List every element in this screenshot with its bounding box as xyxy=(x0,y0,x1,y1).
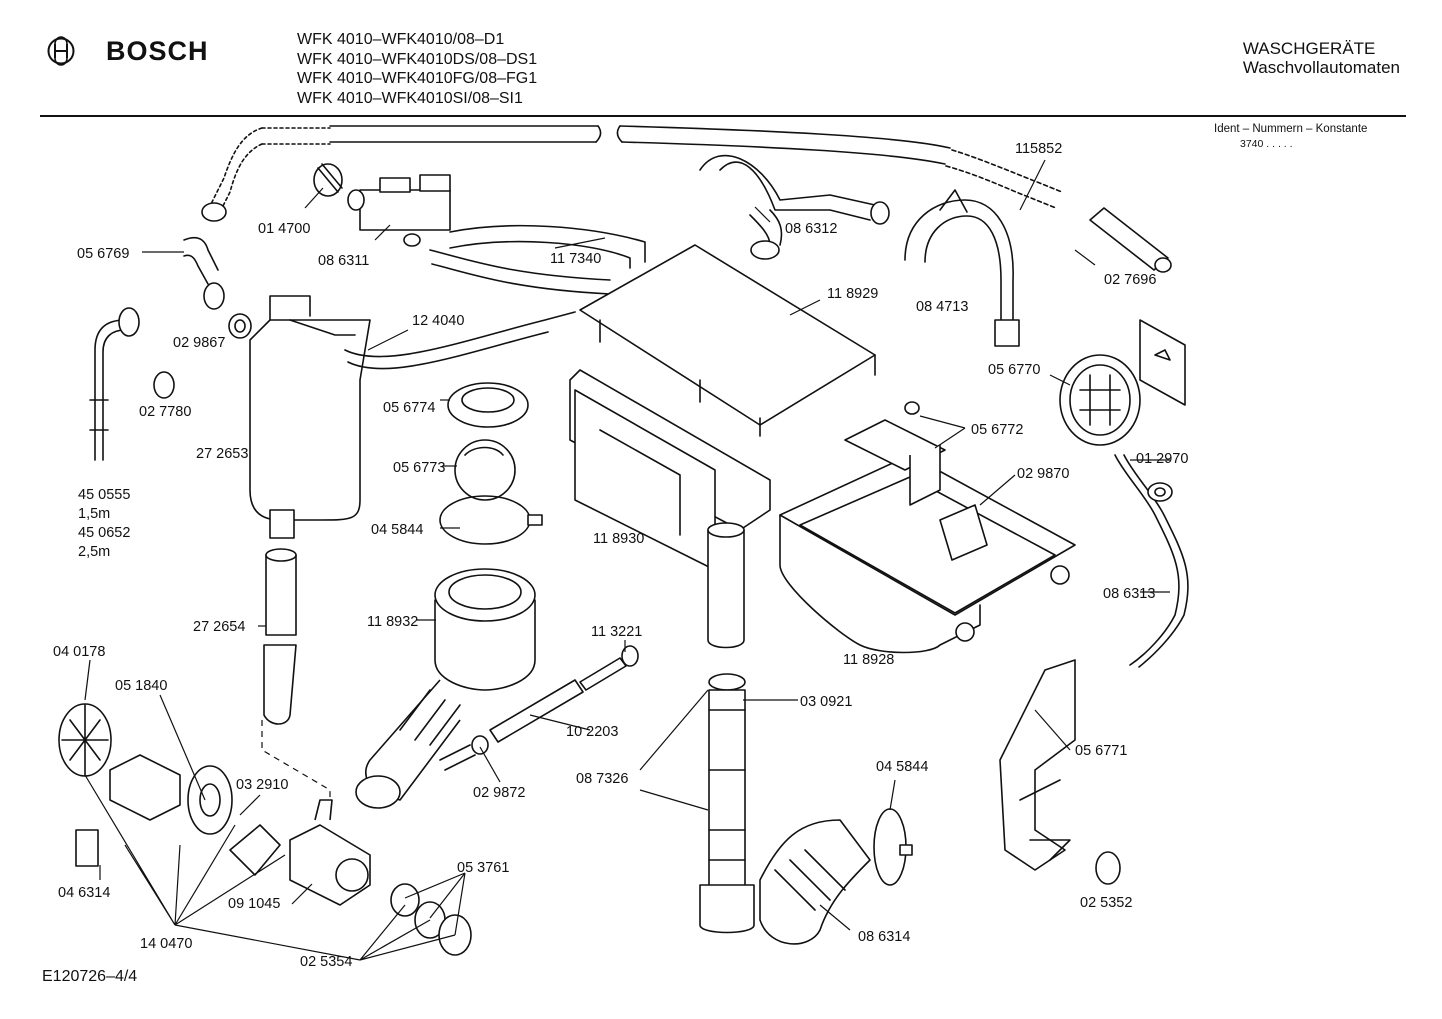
part-drawer-fittings xyxy=(844,401,988,561)
bosch-logo xyxy=(46,36,76,66)
part-label: 02 7696 xyxy=(1104,272,1156,288)
part-dispenser-tank xyxy=(249,295,371,539)
part-label: 1,5m xyxy=(78,506,110,522)
part-drain-pump xyxy=(289,799,472,956)
part-label: 04 5844 xyxy=(371,522,423,538)
model-list: WFK 4010–WFK4010/08–D1 WFK 4010–WFK4010D… xyxy=(297,30,537,108)
part-label: 45 0555 xyxy=(78,487,130,503)
part-label: 11 3221 xyxy=(591,624,642,640)
category-subtitle: Waschvollautomaten xyxy=(1242,58,1400,77)
part-label: 2,5m xyxy=(78,544,110,560)
part-drain-pipe xyxy=(699,673,755,934)
part-label: 11 8928 xyxy=(843,652,894,668)
part-filter-strainer xyxy=(313,163,343,197)
part-pressure-switch xyxy=(1059,319,1186,446)
part-hose-bracket xyxy=(904,189,1020,347)
part-label: 02 5352 xyxy=(1080,895,1132,911)
drawing-code: E120726–4/4 xyxy=(42,968,138,985)
part-label: 05 6774 xyxy=(383,400,435,416)
part-label: 08 4713 xyxy=(916,299,968,315)
model-line: WFK 4010–WFK4010SI/08–SI1 xyxy=(297,89,523,107)
part-bellow-hose xyxy=(699,154,890,260)
part-label: 11 8929 xyxy=(827,286,878,302)
part-label: 27 2653 xyxy=(196,446,248,462)
ident-block: Ident – Nummern – Konstante 3740 . . . .… xyxy=(1214,122,1367,152)
part-drawings xyxy=(58,125,1189,956)
part-label: 04 5844 xyxy=(876,759,928,775)
part-label: 05 6772 xyxy=(971,422,1023,438)
part-label: 08 6313 xyxy=(1103,586,1155,602)
part-label: 11 8932 xyxy=(367,614,418,630)
part-label: 14 0470 xyxy=(140,936,192,952)
part-label: 05 6771 xyxy=(1075,743,1127,759)
part-label: 02 7780 xyxy=(139,404,191,420)
part-inlet-valve xyxy=(347,174,451,247)
part-labels: 115852 01 4700 08 6312 05 6769 08 6311 1… xyxy=(53,141,1188,970)
part-sump-seals xyxy=(439,382,543,545)
ident-label: Ident – Nummern – Konstante xyxy=(1214,123,1368,135)
part-label: 03 2910 xyxy=(236,777,288,793)
part-label: 01 2970 xyxy=(1136,451,1188,467)
part-label: 02 9870 xyxy=(1017,466,1069,482)
model-line: WFK 4010–WFK4010/08–D1 xyxy=(297,31,505,48)
header-divider xyxy=(40,115,1406,117)
part-label: 09 1045 xyxy=(228,896,280,912)
part-label: 05 6770 xyxy=(988,362,1040,378)
part-drain-bellows xyxy=(759,808,913,945)
part-label: 115852 xyxy=(1015,141,1062,157)
part-label: 01 4700 xyxy=(258,221,310,237)
part-label: 02 5354 xyxy=(300,954,352,970)
part-pump-motor xyxy=(58,703,281,876)
part-label: 05 1840 xyxy=(115,678,167,694)
top-hose xyxy=(201,125,1063,222)
part-label: 04 0178 xyxy=(53,644,105,660)
part-label: 05 6773 xyxy=(393,460,445,476)
part-label: 03 0921 xyxy=(800,694,852,710)
part-detergent-drawer xyxy=(569,244,876,649)
part-label: 12 4040 xyxy=(412,313,464,329)
model-line: WFK 4010–WFK4010FG/08–FG1 xyxy=(297,70,538,87)
part-label: 05 6769 xyxy=(77,246,129,262)
dashed-connector xyxy=(261,720,331,810)
part-drain-hose xyxy=(89,307,175,461)
part-label: 04 6314 xyxy=(58,885,110,901)
part-label: 08 7326 xyxy=(576,771,628,787)
category-block: WASCHGERÄTE Waschvollautomaten xyxy=(1243,39,1400,77)
bosch-armature-icon xyxy=(47,36,75,66)
part-label: 02 9872 xyxy=(473,785,525,801)
part-rod-assembly xyxy=(471,645,639,755)
part-short-hose xyxy=(263,548,297,725)
part-label: 08 6311 xyxy=(318,253,369,269)
part-sump xyxy=(355,568,536,809)
part-drawer-tray xyxy=(779,454,1076,654)
part-label: 45 0652 xyxy=(78,525,130,541)
part-label: 11 8930 xyxy=(593,531,644,547)
brand-name: BOSCH xyxy=(106,36,209,66)
part-vent-hose xyxy=(344,311,576,370)
part-elbow-and-seals xyxy=(183,236,252,339)
part-label: 27 2654 xyxy=(193,619,245,635)
part-label: 10 2203 xyxy=(566,724,618,740)
part-label: 08 6314 xyxy=(858,929,910,945)
part-connecting-hose xyxy=(429,224,646,295)
leader-lines xyxy=(84,159,1170,961)
part-mounting-bracket xyxy=(999,659,1121,885)
part-label: 11 7340 xyxy=(550,251,601,267)
category-title: WASCHGERÄTE xyxy=(1242,39,1376,58)
part-hose-connector xyxy=(1089,207,1172,273)
part-label: 08 6312 xyxy=(785,221,837,237)
part-pressure-hose xyxy=(1114,454,1189,668)
ident-code: 3740 . . . . . xyxy=(1240,138,1293,150)
model-line: WFK 4010–WFK4010DS/08–DS1 xyxy=(297,50,538,68)
part-label: 02 9867 xyxy=(173,335,225,351)
part-label: 05 3761 xyxy=(457,860,509,876)
